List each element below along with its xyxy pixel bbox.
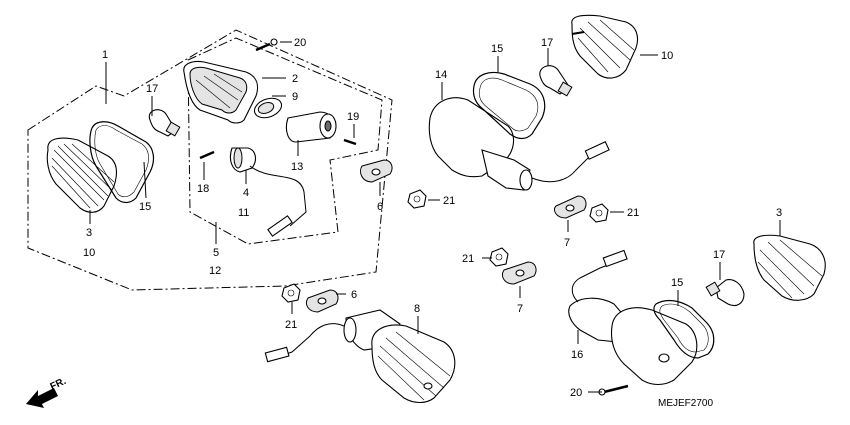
lens-gasket-15-left (89, 121, 155, 204)
rear-right-signal-14 (428, 97, 610, 191)
subassembly-outline-5 (187, 37, 383, 245)
callout-8: 8 (414, 303, 420, 315)
stay-6-lower (305, 289, 339, 313)
callout-12: 12 (209, 265, 221, 277)
assembly-outline-1 (27, 29, 393, 291)
lens-gasket-15-upper (472, 71, 546, 140)
nut-21-right (589, 203, 609, 223)
stay-7-right (553, 195, 587, 219)
rear-lens-10 (571, 14, 639, 79)
callout-7-lower: 7 (517, 303, 523, 315)
callout-2: 2 (292, 73, 298, 85)
callout-17-upper: 17 (541, 37, 553, 49)
front-direction-label: FR. (49, 376, 68, 393)
callout-9: 9 (292, 91, 298, 103)
front-right-signal-8 (264, 309, 456, 404)
front-direction-arrow-icon: FR. (26, 376, 68, 408)
callout-3-right: 3 (776, 207, 782, 219)
rear-lens-3 (753, 234, 826, 301)
callout-10-upper: 10 (661, 50, 673, 62)
screw-18 (199, 150, 215, 160)
lens-gasket-15-lower (653, 299, 715, 359)
front-left-lens-3 (46, 137, 118, 213)
callout-19: 19 (347, 111, 359, 123)
bulb-socket-4 (229, 147, 307, 237)
callout-15-lower: 15 (671, 277, 683, 289)
callout-1: 1 (102, 49, 108, 61)
nut-21-lower-mid (489, 247, 509, 267)
nut-21-lower-left (281, 283, 301, 303)
screw-19 (343, 138, 357, 146)
callout-14: 14 (435, 69, 447, 81)
bulb-17-lower (705, 279, 745, 307)
callout-18: 18 (197, 183, 209, 195)
callout-21-right: 21 (627, 207, 639, 219)
housing-2 (183, 60, 259, 124)
screw-20-bottom (598, 384, 629, 396)
callout-4: 4 (243, 187, 249, 199)
stay-6-upper (359, 159, 393, 183)
callout-5: 5 (213, 247, 219, 259)
bulb-17-upper (539, 65, 573, 97)
leader-lines (89, 41, 781, 393)
rear-left-signal-16 (568, 249, 698, 386)
callout-21-lower-mid: 21 (462, 253, 474, 265)
callout-6-upper: 6 (377, 201, 383, 213)
callout-20-top: 20 (294, 37, 306, 49)
callout-7-right: 7 (564, 237, 570, 249)
nut-21-upper (407, 189, 427, 209)
bulb-17-left (148, 109, 181, 137)
diagram-code: MEJEF2700 (658, 398, 713, 409)
socket-9 (253, 97, 283, 119)
callout-16: 16 (571, 349, 583, 361)
callout-21-upper: 21 (443, 195, 455, 207)
screw-20-top (255, 38, 278, 52)
callout-6-lower: 6 (351, 289, 357, 301)
callout-17-left: 17 (146, 83, 158, 95)
callout-20-bottom: 20 (570, 387, 582, 399)
callout-21-lower-left: 21 (285, 319, 297, 331)
socket-13 (285, 111, 337, 143)
stay-7-lower (501, 261, 537, 285)
callout-3-left: 3 (86, 227, 92, 239)
callout-11: 11 (238, 207, 249, 219)
callout-15-left: 15 (139, 201, 151, 213)
callout-13: 13 (291, 161, 303, 173)
callout-10-left: 10 (83, 247, 95, 259)
callout-17-lower: 17 (713, 249, 725, 261)
callout-15-upper: 15 (491, 43, 503, 55)
